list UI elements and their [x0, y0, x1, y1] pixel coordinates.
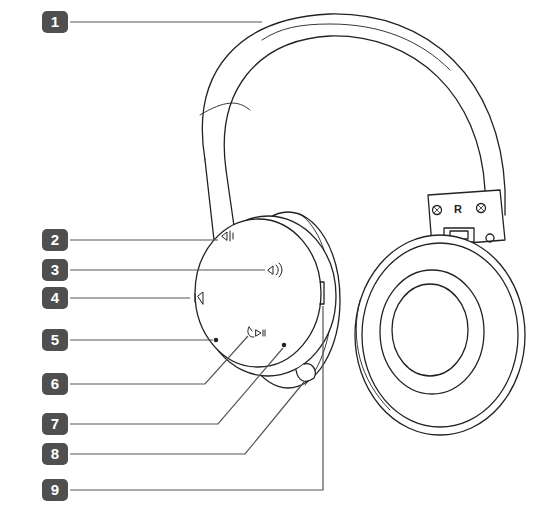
callout-number: 1 — [42, 11, 68, 33]
callout-number: 3 — [42, 259, 68, 281]
callout-number: 4 — [42, 287, 68, 309]
callout-number: 7 — [42, 413, 68, 435]
callout-number: 8 — [42, 443, 68, 465]
callout-number: 6 — [42, 373, 68, 395]
callout-number: 5 — [42, 329, 68, 351]
callout-number: 2 — [42, 229, 68, 251]
side-marking: R — [453, 203, 463, 215]
callout-number: 9 — [42, 479, 68, 501]
